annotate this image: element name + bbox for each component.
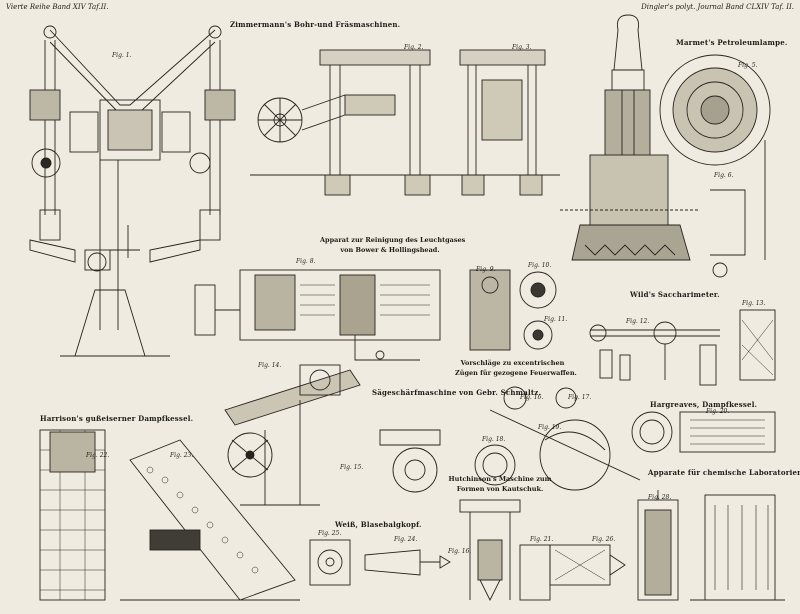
petroleum-lamp-drawing [560, 14, 771, 278]
fig-label-26: Fig. 26. [592, 536, 616, 543]
gas-purifier-drawing [194, 269, 557, 361]
fig-label-10: Fig. 10. [528, 262, 552, 269]
fig-label-24: Fig. 24. [394, 536, 418, 543]
fig-label-22: Fig. 22. [86, 452, 110, 459]
title-labor: Apparate für chemische Laboratorien [648, 468, 800, 477]
fig-label-9: Fig. 9. [476, 266, 496, 273]
fig-label-13: Fig. 13. [742, 300, 766, 307]
title-vorschlaege: Vorschläge zu excentrischen Zügen für ge… [455, 358, 577, 378]
title-harrison: Harrison's gußeiserner Dampfkessel. [40, 414, 194, 423]
fig-label-14: Fig. 14. [258, 362, 282, 369]
harrison-boiler-drawing [39, 429, 300, 601]
title-wild: Wild's Saccharimeter. [630, 290, 720, 299]
fig-label-19: Fig. 19. [538, 424, 562, 431]
saccharimeter-drawing [589, 309, 776, 386]
title-gas-purifier-line1: Apparat zur Reinigung des Leuchtgases [320, 236, 466, 244]
fig-label-5: Fig. 5. [738, 62, 758, 69]
saw-sharpening-drawing [224, 364, 441, 506]
hargreaves-boiler-drawing [631, 411, 776, 453]
fig-label-6: Fig. 6. [714, 172, 734, 179]
fig-label-17: Fig. 17. [568, 394, 592, 401]
title-hutchinson: Hutchinson's Maschine zum Formen von Kau… [445, 474, 555, 494]
bellows-drawing [309, 539, 451, 586]
fig-label-2: Fig. 2. [404, 44, 424, 51]
fig-label-28: Fig. 28. [648, 494, 672, 501]
title-hargreaves: Hargreaves, Dampfkessel. [650, 400, 758, 409]
title-saege: Sägeschärfmaschine von Gebr. Schmaltz. [372, 388, 542, 397]
fig-label-21: Fig. 21. [530, 536, 554, 543]
fig-label-11: Fig. 11. [544, 316, 568, 323]
title-vorschlaege-line1: Vorschläge zu excentrischen [460, 359, 565, 367]
fig-label-15: Fig. 15. [340, 464, 364, 471]
fig-label-20: Fig. 20. [706, 408, 730, 415]
fig-label-1: Fig. 1. [112, 52, 132, 59]
fig-label-23: Fig. 23. [170, 452, 194, 459]
title-hutchinson-line1: Hutchinson's Maschine zum [448, 475, 552, 483]
title-hutchinson-line2: Formen von Kautschuk. [456, 485, 544, 493]
plate-header-left: Vierte Reihe Band XIV Taf.II. [6, 3, 109, 11]
title-marmet: Marmet's Petroleumlampe. [676, 38, 788, 47]
plate-header-right: Dingler's polyt. Journal Band CLXIV Taf.… [641, 3, 794, 11]
fig-label-16: Fig. 16. [520, 394, 544, 401]
title-zimmermann: Zimmermann's Bohr-und Fräsmaschinen. [230, 20, 401, 29]
milling-machine-drawing [250, 49, 560, 196]
title-weiss: Weiß, Blasebalgkopf. [335, 520, 422, 529]
title-gas-purifier-line2: von Bower & Hollingshead. [340, 246, 440, 254]
drilling-machine-drawing [29, 25, 236, 357]
fig-label-16b: Fig. 16. [448, 548, 472, 555]
lab-apparatus-drawing [637, 490, 785, 601]
fig-label-18: Fig. 18. [482, 436, 506, 443]
fig-label-3: Fig. 3. [512, 44, 532, 51]
title-gas-purifier: Apparat zur Reinigung des Leuchtgases vo… [320, 235, 466, 255]
fig-label-8: Fig. 8. [296, 258, 316, 265]
title-vorschlaege-line2: Zügen für gezogene Feuerwaffen. [455, 369, 577, 377]
rifling-diagrams [474, 386, 641, 491]
fig-label-12: Fig. 12. [626, 318, 650, 325]
hutchinson-machine-drawing [459, 499, 626, 602]
fig-label-25: Fig. 25. [318, 530, 342, 537]
